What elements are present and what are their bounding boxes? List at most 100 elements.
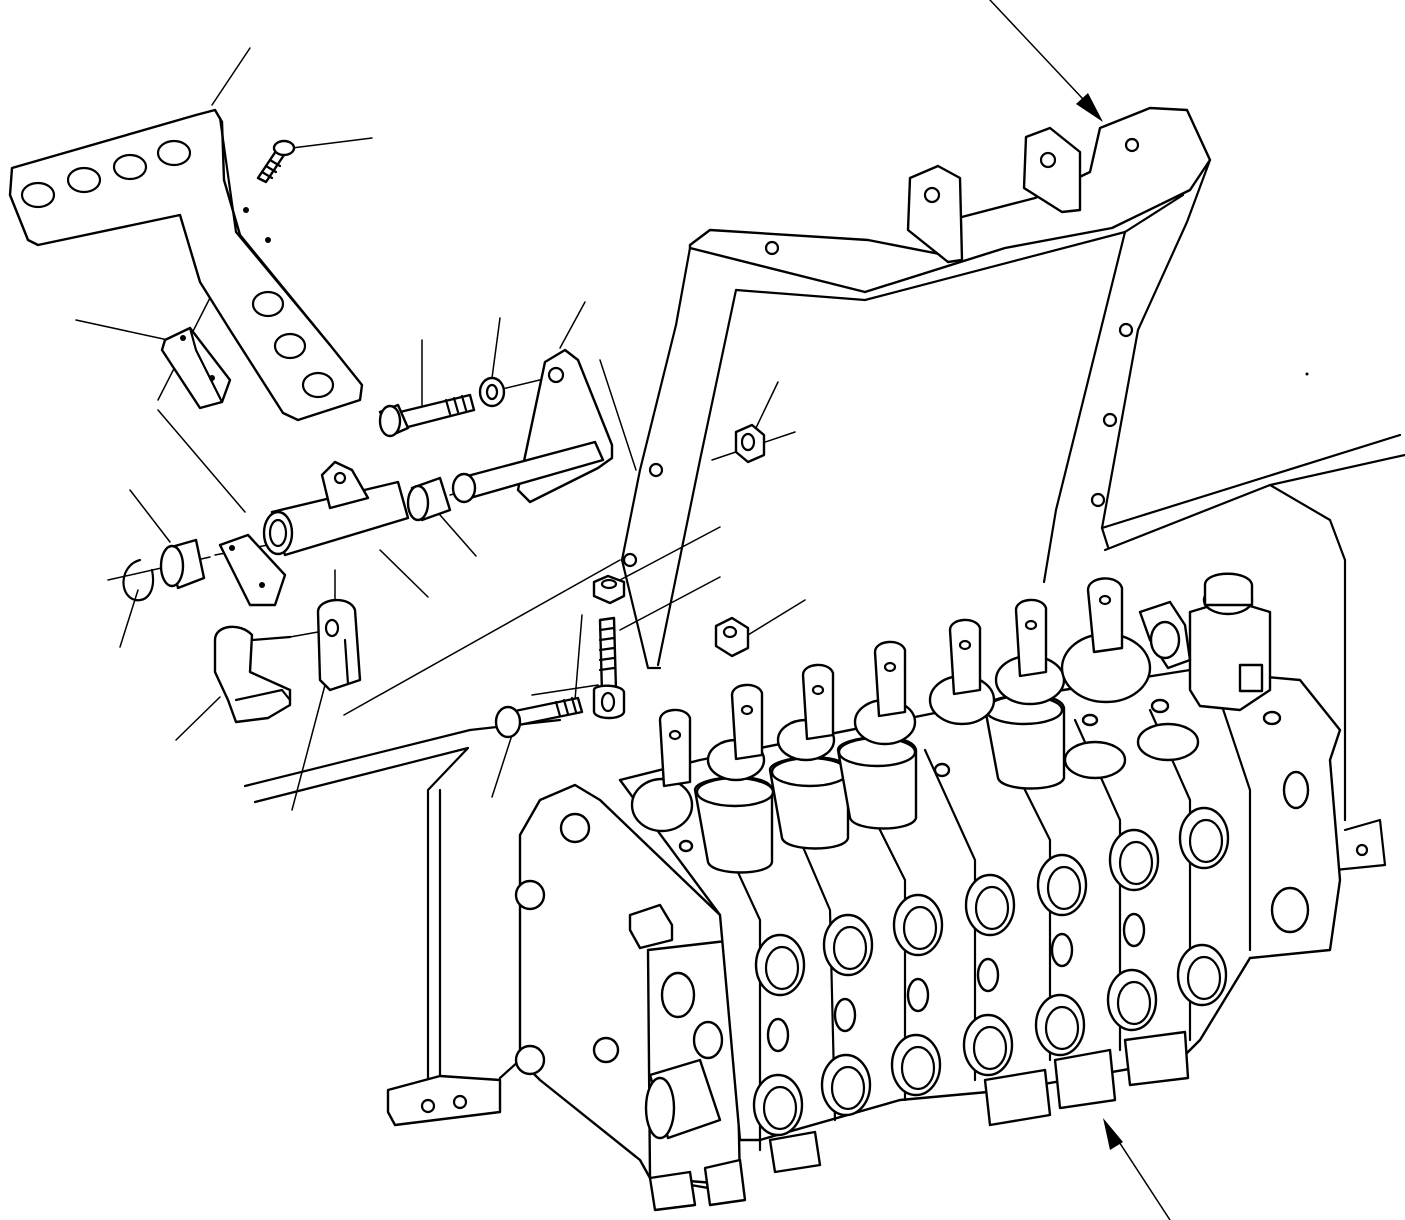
port-1a-inner: [764, 945, 800, 991]
frame-left-post: [620, 246, 692, 670]
port-cap-top-a: [1063, 740, 1127, 780]
plug-mid-3: [1122, 912, 1146, 948]
base-mount-bracket: [386, 1074, 502, 1127]
bottom-plug-2: [703, 1158, 747, 1207]
side-cap-2: [514, 1044, 546, 1076]
leader-pivot-tube: [379, 549, 429, 598]
port-6a-inner: [1118, 840, 1154, 886]
frame-inner-edge: [734, 193, 1185, 302]
assembly-line-12: [531, 684, 599, 696]
clevis-slot: [343, 638, 350, 686]
leader-circlip: [119, 589, 139, 648]
circlip-ring: [122, 558, 155, 602]
bushing-mid-end: [406, 484, 430, 522]
frame-left-post-inner: [656, 288, 738, 667]
frame-main-plate: [688, 106, 1212, 294]
screw: [256, 139, 296, 184]
console-frame: [243, 106, 1405, 1127]
clip-pin: [250, 635, 292, 642]
spool-tab-2: [730, 683, 764, 761]
assembly-line-7: [289, 631, 319, 638]
leader-screw: [291, 137, 373, 149]
assembly-line-11: [574, 614, 583, 701]
frame-hole-4: [1102, 412, 1118, 428]
bottom-plug-5: [1053, 1048, 1117, 1110]
pedal-plate-edge: [218, 116, 332, 347]
bolt-lower-threads: [554, 696, 578, 718]
arrow-head-valve: [1103, 1118, 1123, 1150]
spool-tab-7-hole: [1098, 594, 1112, 606]
base-frame-top: [243, 728, 472, 788]
pedal-hole-3: [112, 153, 148, 181]
leader-bolt-lower: [491, 734, 513, 798]
assembly-line-8: [157, 409, 246, 513]
pedal-hole-4: [156, 139, 192, 167]
small-screw-1: [1150, 698, 1170, 714]
rear-bracket: [1333, 818, 1387, 872]
small-screw-2: [1262, 710, 1282, 726]
side-cap-top: [628, 903, 674, 950]
clip: [213, 625, 292, 724]
port-5b-inner: [1044, 1005, 1080, 1051]
washer-top-inner: [485, 383, 499, 401]
port-end-right: [1270, 886, 1310, 934]
clevis-hole: [324, 618, 340, 638]
pedal-small-hole-2: [265, 237, 271, 243]
nut-small-bore: [722, 625, 738, 639]
spool-tab-5-hole: [958, 639, 972, 651]
spool-tab-5: [948, 618, 982, 696]
base-mount-hole-2: [452, 1094, 468, 1110]
valve-section-line-8: [1218, 698, 1252, 952]
clip-body: [213, 625, 292, 724]
spool-tab-7: [1086, 577, 1124, 654]
end-cylinder-face: [644, 1076, 676, 1140]
boot-1: [630, 777, 694, 833]
frame-right-post-inner: [1042, 230, 1127, 584]
frame-hole-2: [764, 240, 780, 256]
bolt-top: [378, 393, 476, 438]
frame-hole-1: [1124, 137, 1140, 153]
pivot-tube-lower-ear: [218, 533, 287, 607]
spacer-block: [160, 326, 232, 410]
bottom-plug-3: [768, 1130, 822, 1174]
assembly-line-13: [599, 359, 637, 471]
pivot-tube-lower-hole-2: [229, 545, 235, 551]
stray-dot: [1305, 372, 1309, 376]
clevis: [316, 598, 362, 692]
circlip: [122, 558, 155, 602]
nut-right: [734, 423, 766, 464]
rear-plate-top: [1100, 433, 1402, 530]
plug-mid-4: [1050, 932, 1074, 968]
bushing-left-end: [159, 544, 185, 588]
spool-tab-4-hole: [883, 661, 897, 673]
clevis-body: [316, 598, 362, 692]
screw-threads: [260, 158, 282, 180]
frame-hole-3: [1118, 322, 1134, 338]
plug-mid-5: [766, 1017, 790, 1053]
bottom-plug-1: [648, 1170, 697, 1212]
port-3a-inner: [902, 905, 938, 951]
arrow-head-frame: [1076, 93, 1103, 122]
side-cap-4: [559, 812, 591, 844]
end-port-1: [660, 971, 696, 1019]
bottom-plug-4: [983, 1068, 1052, 1127]
base-frame-bottom: [253, 746, 470, 1082]
small-screw-3: [933, 762, 951, 778]
frame-ear-1: [906, 164, 964, 264]
hex-cap-1-top: [695, 776, 775, 808]
nut-vertical-bore: [600, 578, 618, 590]
leader-lever-bracket: [559, 301, 586, 349]
control-valve: [514, 572, 1342, 1212]
port-5a-inner: [1046, 865, 1082, 911]
plug-mid-6: [906, 977, 930, 1013]
port-4b-inner: [972, 1025, 1008, 1071]
frame-ear-hole-1: [923, 186, 941, 204]
port-1b-inner: [762, 1085, 798, 1131]
port-7b-inner: [1186, 955, 1222, 1001]
bottom-plug-6: [1123, 1030, 1190, 1087]
leader-washer-top: [491, 317, 501, 379]
rod-end-bore: [600, 691, 616, 713]
port-6b-inner: [1116, 980, 1152, 1026]
relief-knob: [1203, 572, 1254, 607]
